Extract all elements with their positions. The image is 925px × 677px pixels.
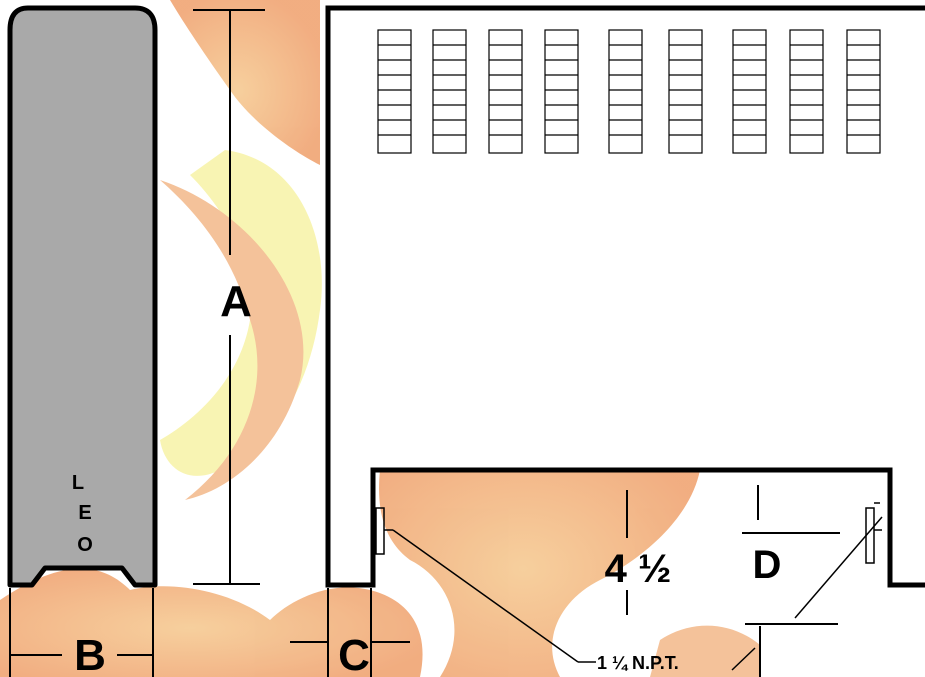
grille-column bbox=[544, 29, 579, 154]
brand-letter-l: L bbox=[72, 472, 84, 494]
grille-column bbox=[377, 29, 412, 154]
grille-column bbox=[488, 29, 523, 154]
radiator-front-view bbox=[325, 5, 925, 588]
grille-column bbox=[789, 29, 824, 154]
dimension-a-lines bbox=[193, 9, 265, 585]
grille-column bbox=[732, 29, 767, 154]
grille-column bbox=[846, 29, 881, 154]
dimension-c-label: C bbox=[338, 631, 370, 677]
radiator-side-view bbox=[7, 5, 158, 588]
grille-column bbox=[608, 29, 643, 154]
dimension-height-label: 4 ½ bbox=[605, 547, 672, 591]
brand-letter-e: E bbox=[78, 502, 91, 524]
pipe-size-label: 1 ¼ N.P.T. bbox=[597, 653, 679, 673]
watermark-flame bbox=[0, 0, 760, 677]
dimension-d-lines bbox=[742, 485, 840, 677]
pipe-leader-lines bbox=[392, 516, 883, 671]
dimension-b-label: B bbox=[74, 631, 106, 677]
grille-column bbox=[432, 29, 467, 154]
dimension-d-label: D bbox=[753, 543, 782, 587]
dimension-b-lines bbox=[9, 588, 154, 677]
brand-letter-o: O bbox=[77, 534, 93, 556]
radiator-grille-icon bbox=[377, 29, 881, 154]
dimension-a-label: A bbox=[220, 277, 252, 326]
grille-column bbox=[668, 29, 703, 154]
dimension-c-lines bbox=[290, 588, 410, 677]
